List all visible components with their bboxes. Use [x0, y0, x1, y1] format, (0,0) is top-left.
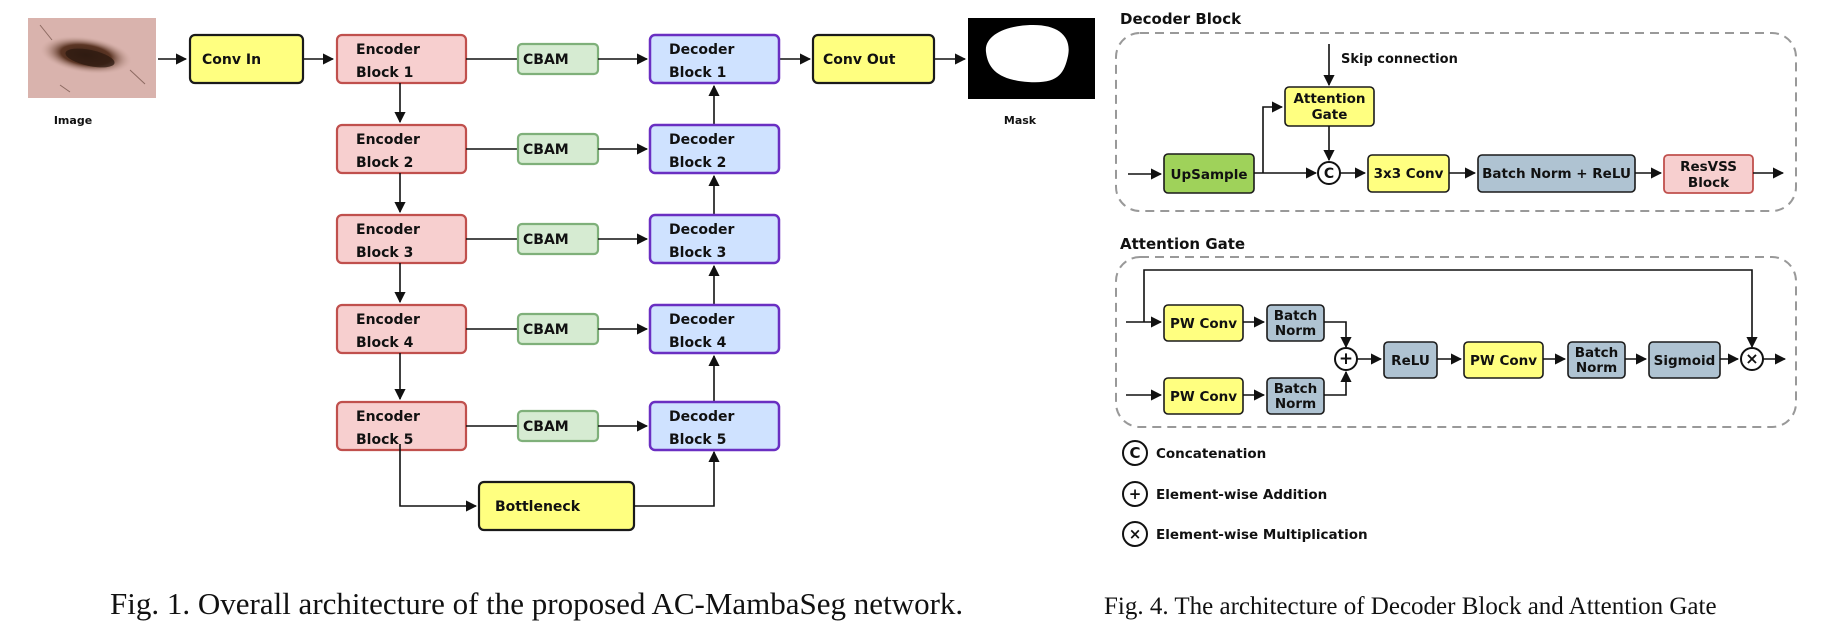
upsample-label: UpSample — [1171, 167, 1248, 183]
encoder-label-line2: Block 3 — [356, 245, 413, 261]
legend-label: Element-wise Addition — [1156, 487, 1327, 503]
pw-conv-2-box — [1163, 377, 1244, 415]
encoder-label-line2: Block 1 — [356, 65, 413, 81]
decoder-block-3 — [648, 213, 781, 265]
multiplication-glyph: × — [1745, 349, 1758, 368]
conv-in-label: Conv In — [202, 52, 261, 68]
decoder-block-1 — [648, 33, 781, 85]
skip-connection-label: Skip connection — [1341, 52, 1458, 67]
sigmoid-label: Sigmoid — [1654, 353, 1716, 369]
attention-gate-line1: Attention — [1293, 91, 1365, 107]
fig4-diagram: Decoder Block Skip connection Attention … — [1104, 10, 1797, 620]
decoder-label-line1: Decoder — [669, 409, 735, 425]
decoder-label-line2: Block 4 — [669, 335, 727, 351]
batch-norm-1-line2: Norm — [1275, 323, 1316, 339]
cbam-label: CBAM — [523, 322, 569, 338]
input-image — [28, 18, 156, 98]
attention-gate-title: Attention Gate — [1120, 235, 1245, 253]
decoder-block-frame — [1115, 32, 1797, 212]
legend-symbol-1 — [1122, 440, 1148, 466]
batchnorm-relu-label: Batch Norm + ReLU — [1482, 166, 1631, 182]
addition-glyph: + — [1339, 349, 1353, 369]
fig1-diagram: Image Mask Conv In Conv Out EncoderBlock… — [28, 18, 1095, 621]
decoder-block-2 — [648, 123, 781, 175]
decoder-label-line2: Block 2 — [669, 155, 726, 171]
decoder-block-5 — [648, 400, 781, 452]
batch-norm-1-box — [1266, 304, 1325, 342]
encoder-label-line1: Encoder — [356, 312, 420, 328]
sigmoid-box — [1648, 341, 1721, 379]
decoder-block-title: Decoder Block — [1120, 10, 1242, 28]
cbam-label: CBAM — [523, 419, 569, 435]
encoder-label-line1: Encoder — [356, 132, 420, 148]
conv-out-block — [811, 33, 936, 85]
encoder-label-line1: Encoder — [356, 222, 420, 238]
relu-label: ReLU — [1391, 353, 1430, 369]
decoder-block-4 — [648, 303, 781, 355]
cbam-label: CBAM — [523, 232, 569, 248]
output-mask — [968, 18, 1095, 99]
resvss-line2: Block — [1688, 175, 1730, 191]
legend-glyph: × — [1129, 525, 1142, 543]
resvss-line1: ResVSS — [1680, 159, 1737, 175]
concat-letter: C — [1324, 166, 1334, 182]
image-label: Image — [54, 114, 92, 127]
fig1-caption: Fig. 1. Overall architecture of the prop… — [110, 586, 963, 621]
batch-norm-3-box — [1567, 341, 1626, 379]
pw-conv-3-label: PW Conv — [1470, 353, 1537, 369]
mask-label: Mask — [1004, 114, 1037, 127]
encoder-label-line1: Encoder — [356, 42, 420, 58]
decoder-label-line2: Block 1 — [669, 65, 726, 81]
bottleneck-label: Bottleneck — [495, 499, 581, 515]
encoder-label-line2: Block 4 — [356, 335, 414, 351]
batch-norm-2-line1: Batch — [1274, 381, 1317, 397]
legend: C Concatenation + Element-wise Addition × Ele… — [1122, 440, 1368, 547]
decoder-label-line2: Block 5 — [669, 432, 726, 448]
legend-glyph: C — [1129, 444, 1140, 462]
pw-conv-2-label: PW Conv — [1170, 389, 1237, 405]
decoder-label-line1: Decoder — [669, 222, 735, 238]
decoder-label-line1: Decoder — [669, 42, 735, 58]
attention-gate-frame — [1115, 256, 1797, 428]
batch-norm-1-line1: Batch — [1274, 308, 1317, 324]
encoder-label-line1: Encoder — [356, 409, 420, 425]
relu-box — [1383, 341, 1438, 379]
attention-gate-line2: Gate — [1312, 107, 1348, 123]
legend-symbol-2 — [1122, 481, 1148, 507]
legend-label: Concatenation — [1156, 446, 1266, 462]
pw-conv-1-label: PW Conv — [1170, 316, 1237, 332]
pw-conv-1-box — [1163, 304, 1244, 342]
fig4-caption: Fig. 4. The architecture of Decoder Bloc… — [1104, 593, 1717, 620]
conv3x3-label: 3x3 Conv — [1374, 166, 1444, 182]
conv-out-label: Conv Out — [823, 52, 896, 68]
batch-norm-3-line1: Batch — [1575, 345, 1618, 361]
decoder-label-line2: Block 3 — [669, 245, 726, 261]
decoder-label-line1: Decoder — [669, 132, 735, 148]
conv-in-block — [188, 33, 305, 85]
batch-norm-2-line2: Norm — [1275, 396, 1316, 412]
batch-norm-2-box — [1266, 377, 1325, 415]
legend-glyph: + — [1129, 485, 1142, 503]
decoder-label-line1: Decoder — [669, 312, 735, 328]
cbam-label: CBAM — [523, 142, 569, 158]
cbam-label: CBAM — [523, 52, 569, 68]
batch-norm-3-line2: Norm — [1576, 360, 1617, 376]
legend-symbol-3 — [1122, 521, 1148, 547]
encoder-label-line2: Block 5 — [356, 432, 413, 448]
pw-conv-3-box — [1463, 341, 1544, 379]
encoder-label-line2: Block 2 — [356, 155, 413, 171]
legend-label: Element-wise Multiplication — [1156, 527, 1368, 543]
resvss-box — [1663, 154, 1754, 194]
